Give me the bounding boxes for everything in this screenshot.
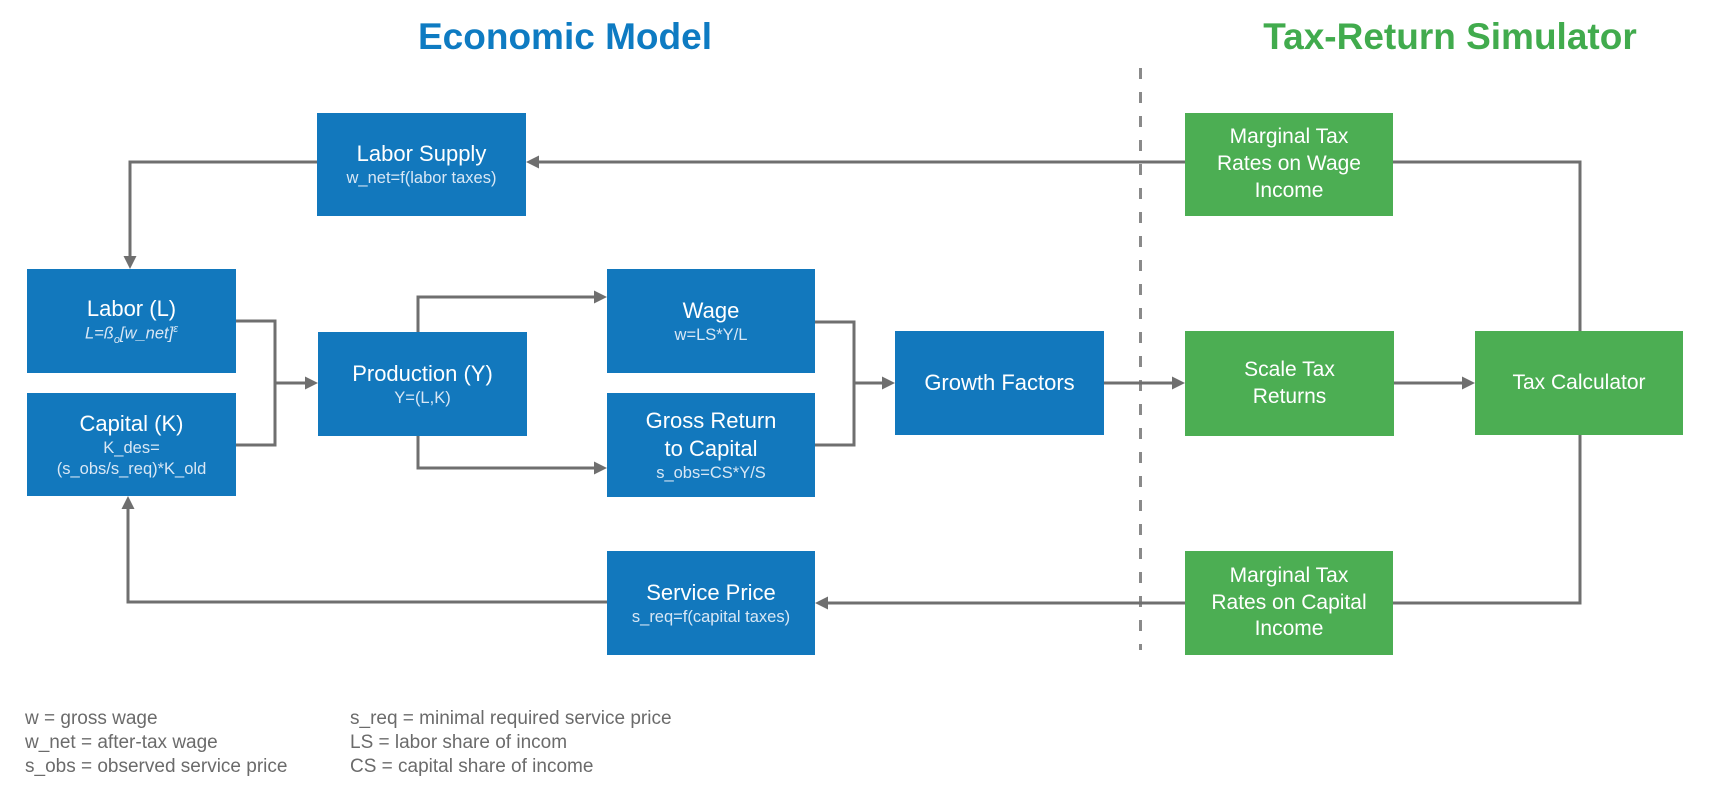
section-divider-dashed-line [1139,68,1142,650]
arrow-production-to-grossreturn [416,436,595,470]
gross-return-formula: s_obs=CS*Y/S [656,463,766,482]
arrowhead-left-icon [815,596,828,610]
marginal-tax-rates-wage-title: Marginal Tax Rates on Wage Income [1217,125,1361,202]
scale-tax-returns-node: Scale Tax Returns [1185,331,1394,436]
economic-model-title: Economic Model [418,16,712,57]
labor-node: Labor (L) L=ßo[w_net]ε [27,269,236,373]
wage-formula: w=LS*Y/L [674,325,748,344]
legend-column-2: s_req = minimal required service price L… [350,707,672,779]
labor-supply-formula: w_net=f(labor taxes) [346,169,497,188]
labor-supply-title: Labor Supply [356,141,487,167]
arrowhead-right-icon [305,376,318,390]
capital-formula-line1: K_des= [103,438,160,457]
legend-item-w: w = gross wage [25,708,158,729]
tax-return-simulator-title: Tax-Return Simulator [1263,16,1637,57]
arrowhead-right-icon [594,461,607,475]
capital-formula-line2: (s_obs/s_req)*K_old [56,459,207,478]
gross-return-node: Gross Return to Capital s_obs=CS*Y/S [607,393,815,497]
arrowhead-up-icon [121,496,135,509]
bracket-wage-grossreturn [815,320,856,447]
marginal-tax-rates-capital-node: Marginal Tax Rates on Capital Income [1185,551,1393,655]
scale-tax-returns-title: Scale Tax Returns [1244,357,1335,408]
arrow-taxcalc-to-serviceprice [827,435,1582,605]
bracket-labor-capital [236,319,277,447]
legend-column-1: w = gross wage w_net = after-tax wage s_… [25,707,287,779]
service-price-title: Service Price [646,579,776,605]
marginal-tax-rates-capital-title: Marginal Tax Rates on Capital Income [1211,563,1367,641]
capital-node: Capital (K) K_des= (s_obs/s_req)*K_old [27,393,236,496]
arrowhead-right-icon [882,376,895,390]
tax-calculator-title: Tax Calculator [1512,370,1646,394]
gross-return-title-line1: Gross Return [645,407,777,433]
production-formula: Y=(L,K) [394,388,451,407]
arrowhead-right-icon [1462,376,1475,390]
arrow-laborsupply-to-labor [128,160,317,257]
wage-title: Wage [682,297,740,323]
tax-calculator-node: Tax Calculator [1475,331,1683,435]
legend-item-ls: LS = labor share of incom [350,732,568,753]
arrowhead-left-icon [526,155,539,169]
marginal-tax-rates-wage-node: Marginal Tax Rates on Wage Income [1185,113,1393,216]
labor-formula: L=ßo[w_net]ε [84,322,179,346]
legend-item-cs: CS = capital share of income [350,756,594,777]
gross-return-title-line2: to Capital [664,435,758,461]
arrow-production-to-wage [416,295,595,332]
wage-node: Wage w=LS*Y/L [607,269,815,373]
arrowhead-right-icon [1172,376,1185,390]
growth-factors-title: Growth Factors [924,369,1075,395]
arrowhead-right-icon [594,290,607,304]
legend-item-w-net: w_net = after-tax wage [25,732,218,753]
capital-title: Capital (K) [79,410,184,436]
labor-supply-node: Labor Supply w_net=f(labor taxes) [317,113,526,216]
legend-item-s-req: s_req = minimal required service price [350,708,672,729]
legend-item-s-obs: s_obs = observed service price [25,756,288,777]
arrow-taxcalc-to-laborsupply [537,160,1582,331]
arrowhead-down-icon [123,256,137,269]
service-price-formula: s_req=f(capital taxes) [631,607,791,626]
production-title: Production (Y) [352,360,493,386]
growth-factors-node: Growth Factors [895,331,1104,435]
production-node: Production (Y) Y=(L,K) [318,332,527,436]
service-price-node: Service Price s_req=f(capital taxes) [607,551,815,655]
labor-title: Labor (L) [86,295,177,321]
arrow-serviceprice-to-capital [126,508,607,604]
